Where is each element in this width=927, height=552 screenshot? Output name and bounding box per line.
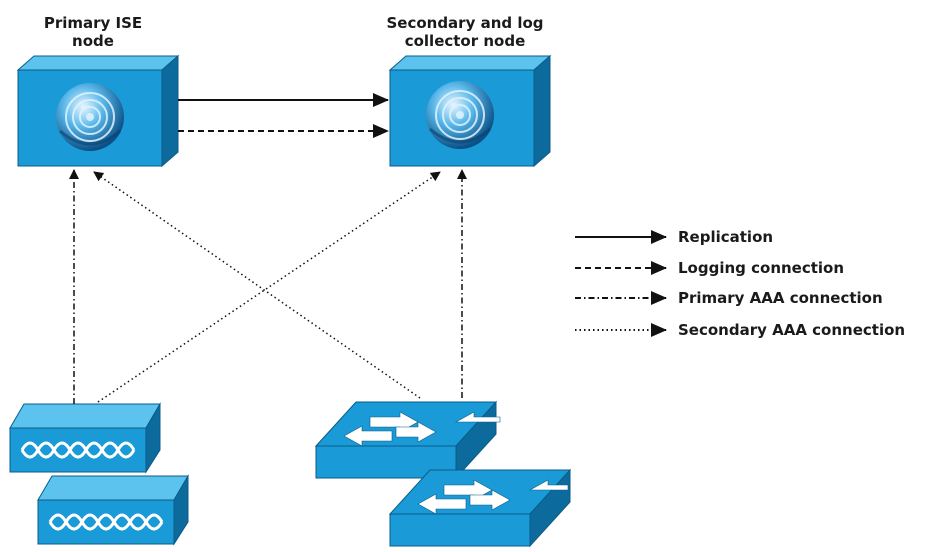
primary-node-title-line1: Primary ISE: [43, 14, 143, 32]
primary-node-title: Primary ISE node: [28, 14, 158, 50]
secondary-aaa-arrow-right-to-primary: [93, 171, 421, 399]
wireless-wave-icon: [20, 441, 136, 459]
network-switch-2: [388, 468, 572, 548]
wireless-lan-controller-2: [37, 474, 189, 546]
primary-ise-node: [16, 54, 180, 168]
switch-arrows-icon: [417, 479, 569, 515]
legend-label-replication: Replication: [678, 228, 774, 246]
legend-label-logging: Logging connection: [678, 259, 845, 277]
network-switch-1: [314, 400, 501, 480]
secondary-aaa-arrow-left-to-secondary: [97, 171, 441, 403]
wireless-lan-controller-1: [9, 402, 161, 474]
secondary-node-title-line1: Secondary and log: [386, 14, 544, 32]
wireless-wave-icon: [48, 513, 164, 531]
secondary-log-collector-node: [388, 54, 552, 168]
fingerprint-globe-icon: [426, 81, 494, 149]
primary-node-title-line2: node: [72, 32, 114, 50]
fingerprint-globe-icon: [56, 83, 124, 151]
secondary-node-title-line2: collector node: [404, 32, 526, 50]
legend-label-primary-aaa: Primary AAA connection: [678, 289, 883, 307]
secondary-node-title: Secondary and log collector node: [380, 14, 550, 50]
legend: [575, 230, 667, 337]
switch-arrows-icon: [343, 411, 501, 447]
legend-label-secondary-aaa: Secondary AAA connection: [678, 321, 906, 339]
